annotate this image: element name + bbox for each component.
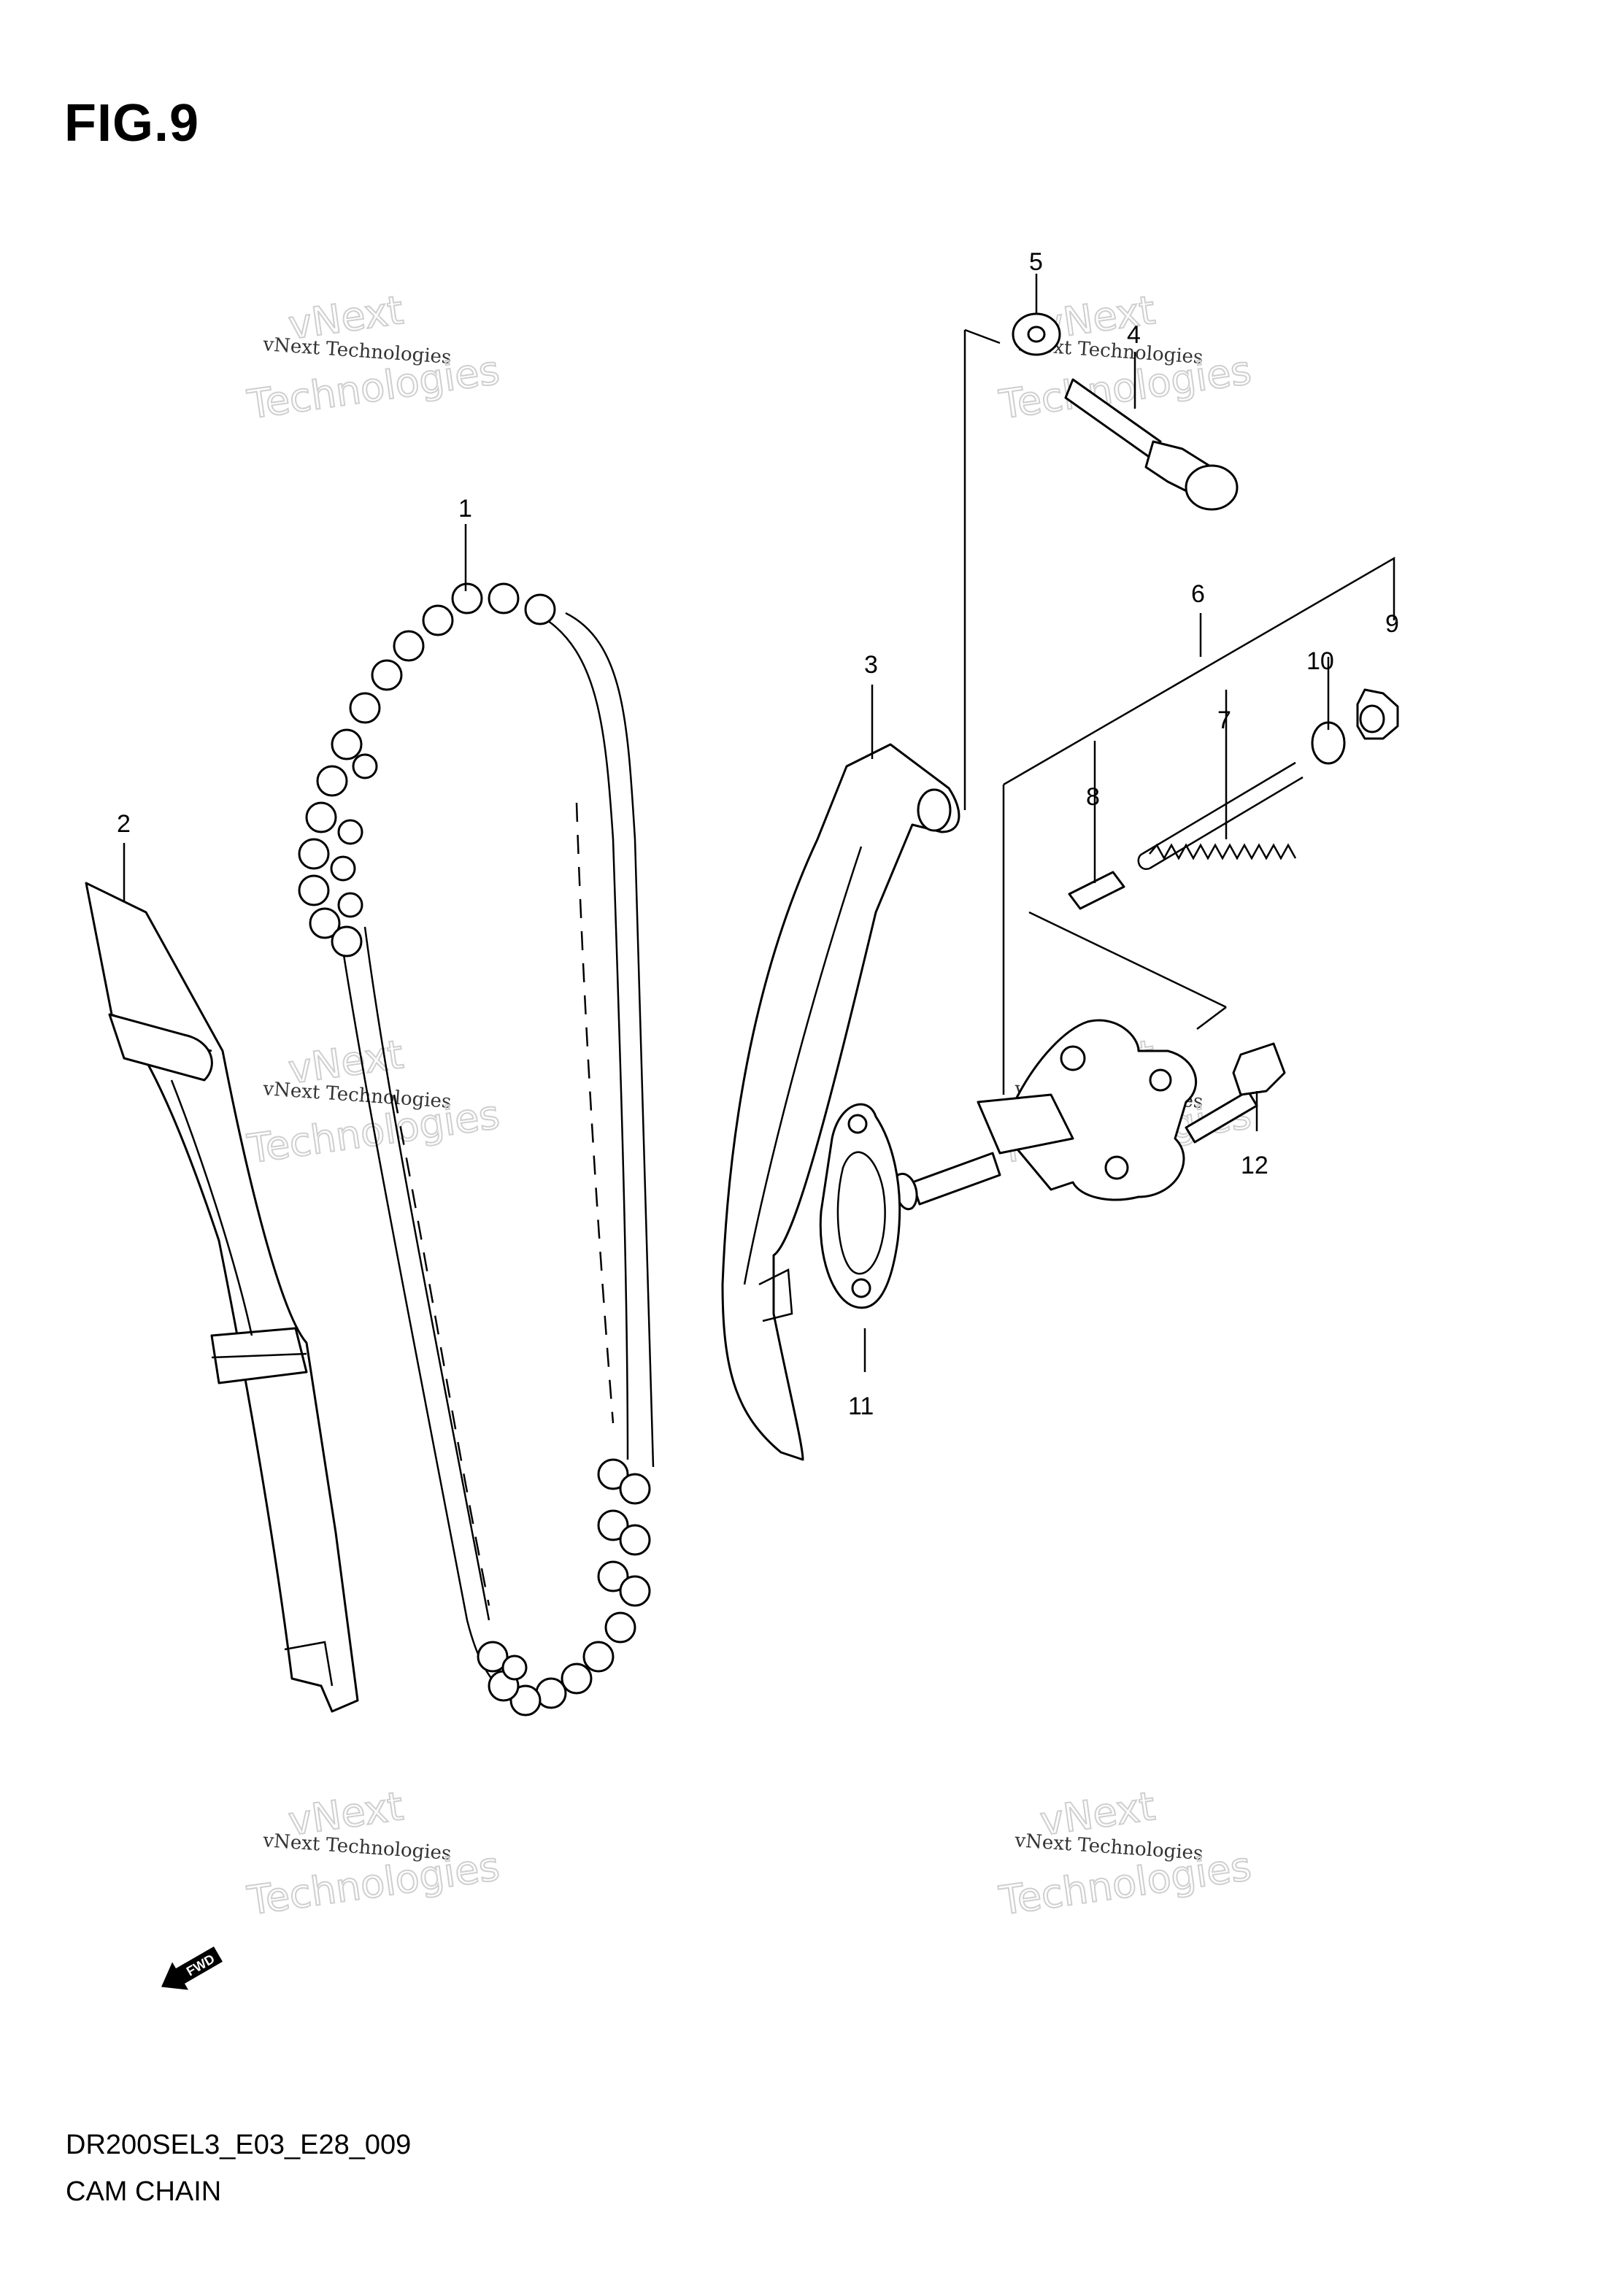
- callout-10: 10: [1306, 647, 1334, 675]
- spring: [1149, 843, 1297, 860]
- callout-1: 1: [458, 495, 472, 523]
- tensioner-assembly: [1028, 688, 1399, 1030]
- figure-title: FIG.9: [64, 94, 200, 153]
- part-gasket-11: [819, 1103, 901, 1309]
- watermark-bottom-right: vNext vNext Technologies Technologies: [996, 1782, 1255, 1925]
- watermark-bottom-left: vNext vNext Technologies Technologies: [244, 1782, 503, 1925]
- callouts: 1 2 3 4 5 6 7 8 9 10 11 12: [117, 248, 1399, 1420]
- part-chain-guide-rear: [85, 882, 359, 1713]
- chain-links-top: [298, 582, 556, 958]
- callout-6: 6: [1191, 580, 1205, 608]
- callout-7: 7: [1217, 706, 1231, 734]
- watermark-top-left: vNext vNext Technologies Technologies: [244, 286, 503, 428]
- watermark-top-right: vNext vNext Technologies Technologies: [996, 286, 1255, 428]
- diagram-name: CAM CHAIN: [66, 2176, 222, 2207]
- callout-5: 5: [1029, 248, 1043, 276]
- diagram-code: DR200SEL3_E03_E28_009: [66, 2130, 412, 2160]
- leader-lines: [123, 274, 1395, 1372]
- chain-links-bottom: [477, 1458, 651, 1717]
- part-chain-guide-front: [721, 743, 960, 1461]
- part-cam-chain: [298, 582, 655, 1717]
- callout-12: 12: [1241, 1152, 1268, 1179]
- part-bolt-4: [1064, 378, 1239, 511]
- watermark-mid-left: vNext vNext Technologies Technologies: [244, 1030, 503, 1173]
- callout-3: 3: [864, 651, 878, 679]
- callout-2: 2: [117, 810, 131, 838]
- callout-8: 8: [1086, 783, 1100, 811]
- fwd-arrow-icon: FWD: [161, 1946, 223, 1990]
- callout-9: 9: [1385, 610, 1399, 638]
- part-tensioner-body: [894, 1019, 1198, 1211]
- part-washer-5: [1012, 312, 1061, 356]
- callout-4: 4: [1127, 321, 1141, 349]
- callout-11: 11: [848, 1392, 874, 1420]
